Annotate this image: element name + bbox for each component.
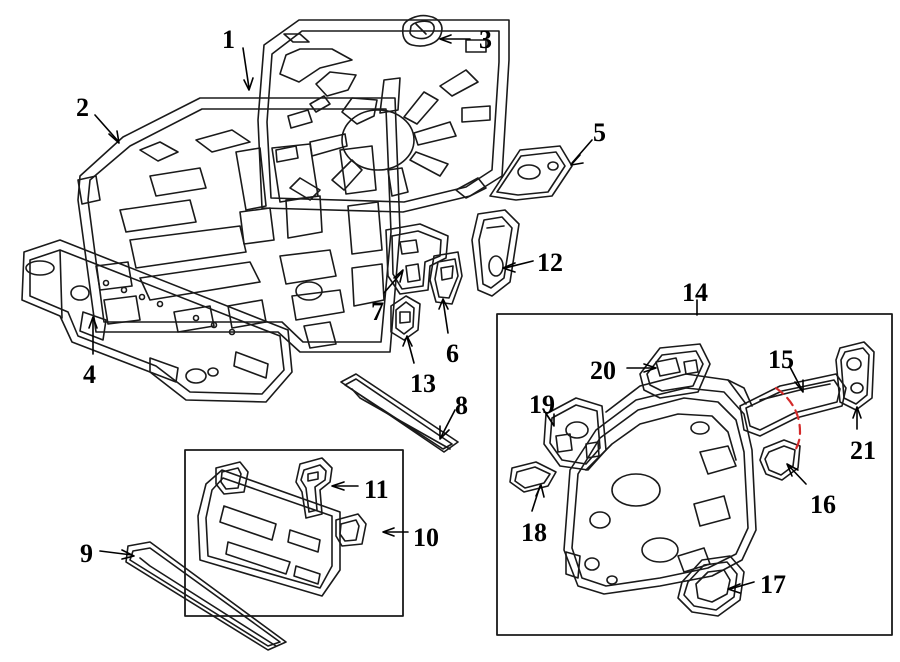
callout-leader-lines (88, 34, 862, 594)
part-12-side-bracket (471, 209, 520, 297)
callout-1: 1 (222, 25, 235, 54)
part-13-reinforcement-plate (390, 295, 421, 341)
part-10-front-floor-pan (197, 461, 367, 597)
part-16-rail-closure-plate (759, 439, 801, 481)
callout-13: 13 (410, 369, 436, 398)
callout-14: 14 (682, 278, 708, 307)
part-8-side-rail (340, 373, 459, 453)
callout-5: 5 (593, 118, 606, 147)
part-11-jack-bracket (295, 457, 333, 519)
leader-6 (438, 298, 449, 334)
part-9-floor-side-member (125, 541, 287, 651)
leader-11 (331, 481, 359, 491)
callout-2: 2 (76, 93, 89, 122)
leader-15 (789, 366, 804, 393)
leader-4 (88, 316, 98, 355)
leader-13 (402, 335, 415, 364)
leader-16 (786, 463, 807, 485)
callout-6: 6 (446, 339, 459, 368)
part-6-bracket (429, 251, 463, 305)
leader-8 (439, 409, 456, 440)
leader-7 (383, 269, 404, 294)
leader-10 (382, 527, 409, 537)
leader-18 (531, 484, 545, 512)
part-2-center-floor-pan (77, 97, 401, 353)
callout-11: 11 (364, 475, 389, 504)
leader-2 (94, 114, 120, 144)
callout-3: 3 (479, 25, 492, 54)
part-5-rear-extension-bracket (489, 145, 573, 201)
leader-5 (570, 139, 593, 166)
callout-15: 15 (768, 345, 794, 374)
leader-9 (99, 549, 135, 560)
callout-10: 10 (413, 523, 439, 552)
leader-17 (727, 581, 755, 594)
rear-frame-rail-box-outline (496, 313, 893, 636)
callout-8: 8 (455, 391, 468, 420)
callout-17: 17 (760, 570, 786, 599)
callout-4: 4 (83, 360, 96, 389)
part-21-mounting-plate (835, 341, 875, 411)
callout-12: 12 (537, 248, 563, 277)
part-3-drain-plug (401, 14, 443, 47)
callout-19: 19 (529, 390, 555, 419)
part-18-rail-brace (509, 461, 557, 493)
callout-16: 16 (810, 490, 836, 519)
callout-20: 20 (590, 356, 616, 385)
leader-19 (542, 408, 555, 427)
part-17-rail-end-plate (677, 555, 745, 617)
callout-7: 7 (371, 297, 384, 326)
part-14-rear-frame-rail (563, 373, 757, 595)
red-dashed-accent (774, 386, 802, 454)
front-floor-pan-box-outline (184, 449, 404, 617)
callout-21: 21 (850, 436, 876, 465)
leader-12 (502, 260, 534, 273)
leader-20 (626, 363, 657, 373)
leader-1 (242, 47, 254, 91)
leader-21 (852, 406, 862, 430)
callout-9: 9 (80, 539, 93, 568)
part-4-dash-panel (21, 239, 293, 403)
part-1-rear-floor-pan (257, 19, 510, 213)
leader-3 (439, 34, 471, 44)
callout-18: 18 (521, 518, 547, 547)
